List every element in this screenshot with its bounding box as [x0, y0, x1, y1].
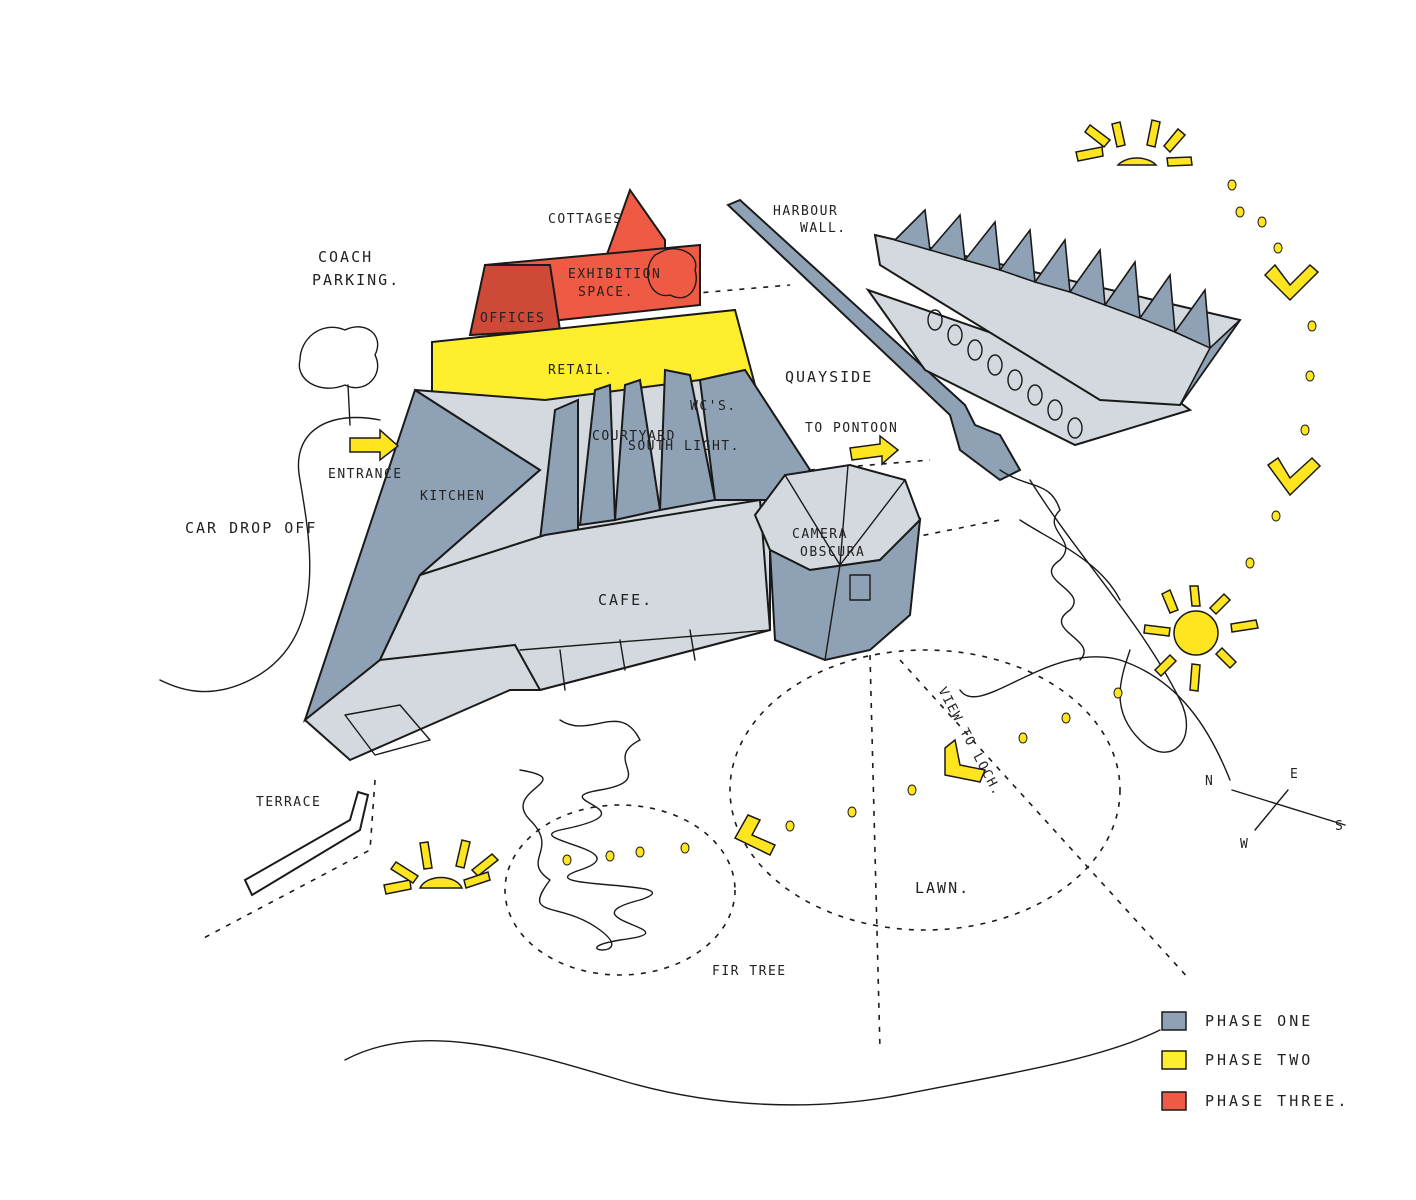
- label-harbour-wall-1: HARBOUR: [773, 204, 838, 219]
- camera-obscura-walls: [768, 517, 922, 662]
- sun-path-chevron-2: [1266, 456, 1322, 497]
- label-to-pontoon: TO PONTOON: [805, 421, 898, 436]
- pontoon-building: [873, 233, 1242, 407]
- label-courtyard-2: SOUTH LIGHT.: [628, 439, 740, 454]
- view-to-loch-line: [869, 654, 881, 1051]
- cafe-roof: [378, 498, 772, 692]
- harbour-wall: [726, 198, 1022, 482]
- dashed-line-pontoon: [809, 459, 931, 471]
- pontoon-rollers: [927, 309, 1083, 439]
- sun-path-chevron-3: [944, 738, 987, 783]
- label-coach-parking-2: PARKING.: [312, 271, 400, 289]
- fir-tree-circle: [504, 804, 736, 976]
- label-courtyard-1: COURTYARD: [592, 429, 676, 444]
- label-wcs: WC'S.: [690, 399, 737, 414]
- site-boundary-curve-south: [344, 1029, 1161, 1106]
- terrace-wall: [243, 790, 370, 897]
- legend-label-phase-one: PHASE ONE: [1205, 1012, 1313, 1030]
- label-cottages: COTTAGES: [548, 212, 623, 227]
- sun-icon-rising: [1075, 119, 1193, 167]
- camera-obscura-lines: [784, 464, 906, 661]
- pontoon-roof-fins: [893, 208, 1241, 406]
- sun-path-chevron-4: [733, 814, 777, 856]
- label-quayside: QUAYSIDE: [785, 368, 873, 386]
- label-fir-tree: FIR TREE: [712, 964, 787, 979]
- loch-edge: [959, 656, 1231, 781]
- label-exhibition-1: EXHIBITION: [568, 267, 661, 282]
- label-view-to-loch: VIEW TO LOCH.: [934, 685, 1004, 799]
- label-offices: OFFICES: [480, 311, 545, 326]
- legend-label-phase-three: PHASE THREE.: [1205, 1092, 1349, 1110]
- compass-s: S: [1335, 819, 1344, 834]
- sun-icon-midday: [1143, 585, 1259, 692]
- label-lawn: LAWN.: [915, 879, 970, 897]
- label-cafe: CAFE.: [598, 591, 653, 609]
- lawn-circle: [729, 649, 1121, 931]
- terrace-door: [344, 704, 431, 756]
- label-entrance: ENTRANCE: [328, 467, 403, 482]
- label-terrace: TERRACE: [256, 795, 321, 810]
- phase-legend: PHASE ONE PHASE TWO PHASE THREE.: [1161, 1011, 1349, 1111]
- compass-n: N: [1205, 774, 1214, 789]
- label-kitchen: KITCHEN: [420, 489, 485, 504]
- compass-e: E: [1290, 767, 1299, 782]
- label-retail: RETAIL.: [548, 363, 613, 378]
- legend-label-phase-two: PHASE TWO: [1205, 1051, 1313, 1069]
- courtyard-rooflight-4: [658, 368, 717, 512]
- label-coach-parking-1: COACH: [318, 248, 373, 266]
- label-car-drop-off: CAR DROP OFF: [185, 519, 317, 537]
- label-harbour-wall-2: WALL.: [800, 221, 847, 236]
- coach-parking-tree: [298, 326, 379, 426]
- sun-path-chevron-1: [1263, 263, 1320, 302]
- fir-tree-scribble: [519, 719, 653, 951]
- sun-icon-setting: [383, 839, 500, 895]
- site-boundary-curve-east: [1029, 479, 1188, 753]
- courtyard-rooflight-3: [613, 378, 662, 522]
- car-drop-off-curve: [159, 416, 381, 693]
- compass-w: W: [1240, 837, 1249, 852]
- legend-swatch-phase-three: [1161, 1091, 1187, 1111]
- loch-trees-scribble: [999, 469, 1121, 661]
- pontoon-arrow-icon: [849, 434, 900, 466]
- exhibition-tree: [647, 248, 697, 299]
- entrance-arrow-icon: [349, 428, 400, 462]
- sun-path-dots: [562, 179, 1317, 866]
- legend-swatch-phase-two: [1161, 1050, 1187, 1070]
- label-camera-1: CAMERA: [792, 527, 848, 542]
- label-exhibition-2: SPACE.: [578, 285, 634, 300]
- compass-rose: N E S W: [1205, 767, 1346, 852]
- courtyard-rooflight-2: [578, 383, 617, 527]
- label-camera-2: OBSCURA: [800, 545, 865, 560]
- legend-swatch-phase-one: [1161, 1011, 1187, 1031]
- cafe-facade-lines: [514, 629, 771, 691]
